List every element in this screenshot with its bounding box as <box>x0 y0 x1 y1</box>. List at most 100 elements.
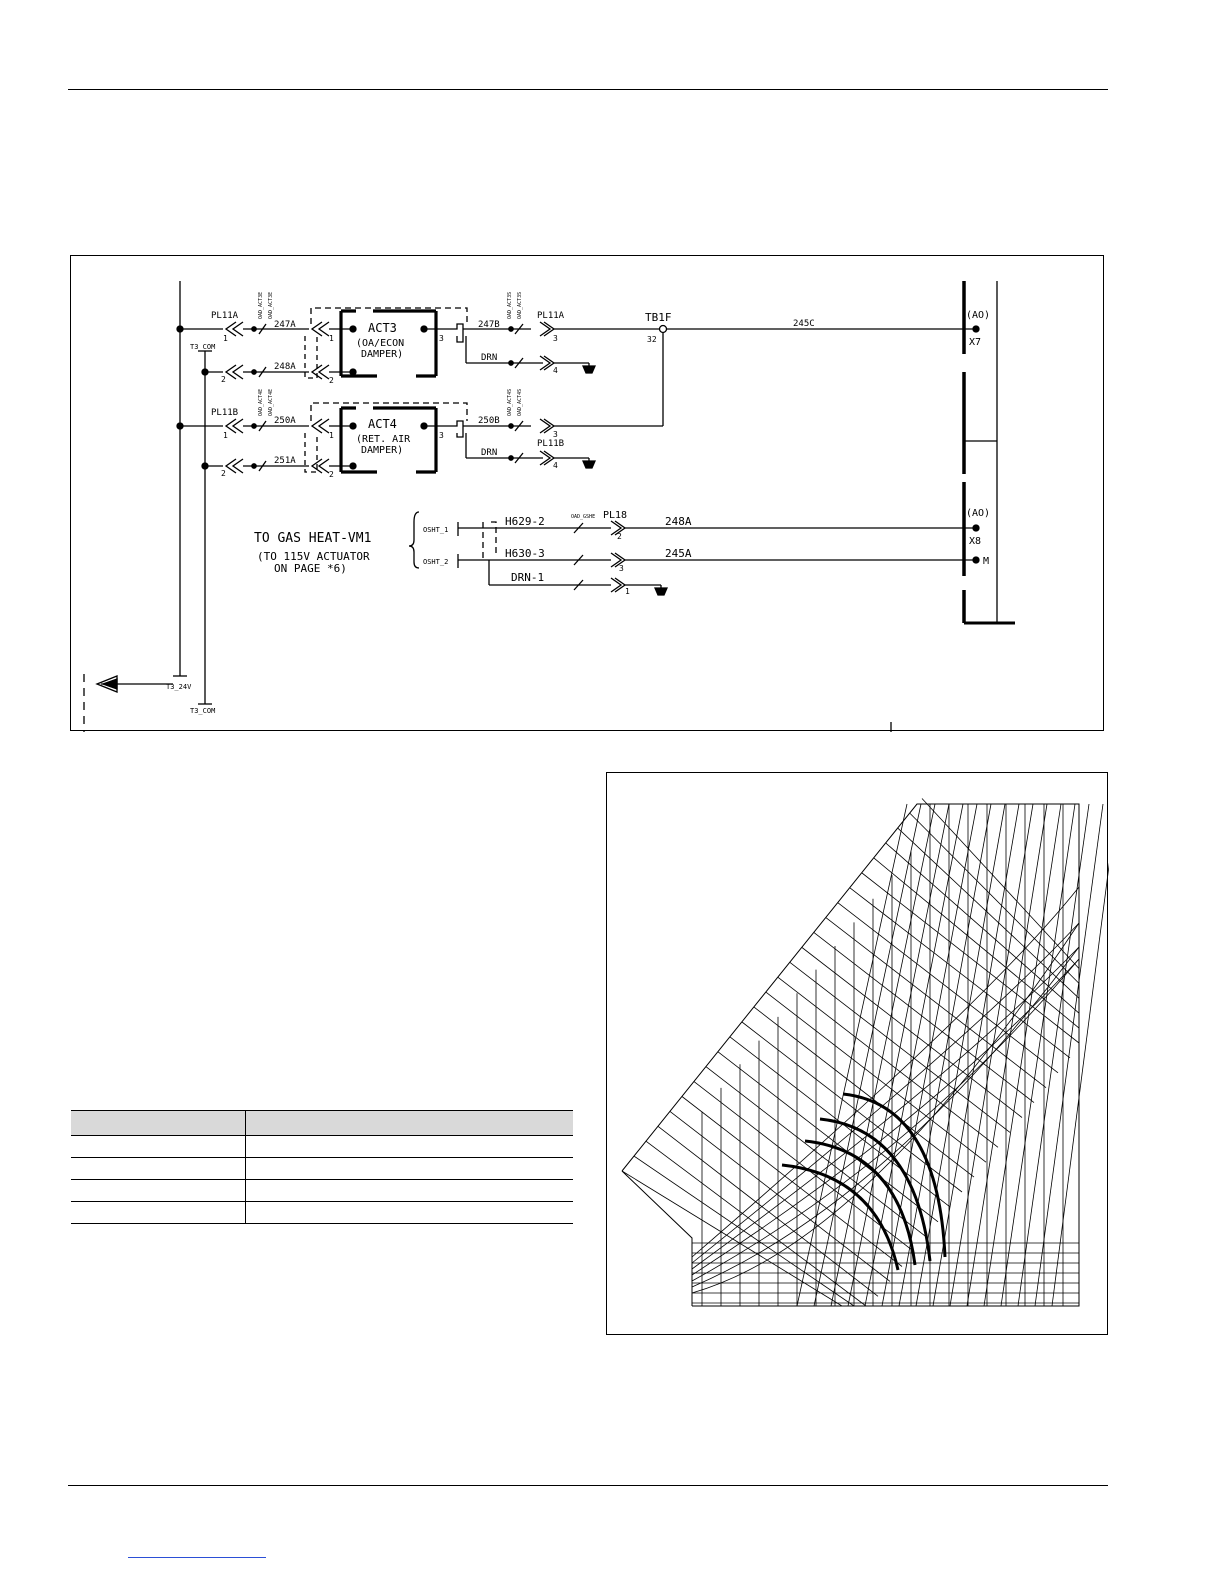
wire-247a: 247A <box>274 320 296 330</box>
svg-text:OAD_ACT3E: OAD_ACT3E <box>258 292 264 319</box>
table-row <box>71 1135 573 1158</box>
table-row <box>71 1201 573 1224</box>
rail-label-24v: T3_24V <box>166 683 192 691</box>
terminal-tb1f-icon <box>658 324 668 334</box>
svg-text:3: 3 <box>619 564 624 573</box>
rh-curve <box>691 946 1080 1288</box>
wet-bulb-line <box>881 803 978 1307</box>
wet-bulb-line <box>1017 803 1090 1307</box>
svg-text:ON PAGE *6): ON PAGE *6) <box>274 562 347 575</box>
wire-245a-out: 245A <box>665 547 692 560</box>
act4-row: PL11B 1 2 250A 251A OAD_ACT4E OAD_ACT4E … <box>180 333 664 479</box>
header-rule <box>68 89 1108 90</box>
enthalpy-line <box>897 828 1080 999</box>
brace-icon <box>408 511 420 569</box>
svg-text:4: 4 <box>553 366 558 375</box>
svg-text:OAD_ACT4S: OAD_ACT4S <box>517 389 523 416</box>
enthalpy-line <box>705 1066 927 1238</box>
plug-pl18: PL18 <box>603 510 627 521</box>
svg-text:(OA/ECON: (OA/ECON <box>356 338 404 349</box>
rh-curve <box>691 946 1080 1270</box>
svg-text:(AO): (AO) <box>966 508 990 519</box>
footer-link-underline[interactable] <box>128 1557 266 1558</box>
svg-text:DAMPER): DAMPER) <box>361 445 403 456</box>
plug-pl11b-right: PL11B <box>537 439 564 449</box>
svg-text:OSHT_1: OSHT_1 <box>423 526 448 534</box>
comfort-curve <box>781 1163 900 1271</box>
svg-text:DAMPER): DAMPER) <box>361 349 403 360</box>
svg-text:OAD_ACT4S: OAD_ACT4S <box>507 389 513 416</box>
table-header-row <box>71 1110 573 1136</box>
svg-text:2: 2 <box>221 469 226 478</box>
svg-text:3: 3 <box>439 431 444 440</box>
enthalpy-line <box>753 1006 975 1178</box>
table-header-cell <box>71 1110 246 1136</box>
svg-text:OAD_ACT4E: OAD_ACT4E <box>258 389 264 416</box>
rh-curve <box>691 958 1080 1282</box>
enthalpy-line <box>669 1111 891 1282</box>
svg-text:3: 3 <box>553 334 558 343</box>
rh-curve <box>691 922 1080 1294</box>
wet-bulb-line <box>813 803 922 1307</box>
psychrometric-chart-svg <box>621 798 1118 1307</box>
rh-curve <box>691 922 1080 1264</box>
svg-text:1: 1 <box>625 587 630 596</box>
comfort-curve <box>819 1117 932 1262</box>
svg-text:2: 2 <box>329 376 334 385</box>
wire-250b: 250B <box>478 416 500 426</box>
enthalpy-line <box>693 1081 915 1252</box>
enthalpy-line <box>777 976 999 1148</box>
plug-pl11b-left: PL11B <box>211 408 238 418</box>
plug-pl11a-left: PL11A <box>211 311 239 321</box>
table-row <box>71 1179 573 1202</box>
act3-row: PL11A 1 2 247A 248A OAD_ACT3E OAD_ACT3E … <box>180 292 659 385</box>
actuator-act3-label: ACT3 <box>368 321 397 335</box>
wet-bulb-line <box>1051 803 1118 1307</box>
wire-h630-3: H630-3 <box>505 547 545 560</box>
comfort-curve <box>842 1092 947 1258</box>
schematic-svg: T3_COM T3_24V T3_COM PL11A 1 2 247A 248A… <box>83 281 1015 732</box>
psychrometric-chart <box>606 772 1118 1335</box>
svg-text:1: 1 <box>329 334 334 343</box>
enthalpy-line <box>861 872 1080 1044</box>
wiring-schematic: T3_COM T3_24V T3_COM PL11A 1 2 247A 248A… <box>70 255 1104 732</box>
svg-text:X7: X7 <box>969 337 981 348</box>
enthalpy-line <box>837 902 1059 1074</box>
svg-text:X8: X8 <box>969 536 981 547</box>
footer-rule <box>68 1485 1108 1486</box>
table-row <box>71 1157 573 1180</box>
wire-drn-1: DRN-1 <box>511 571 544 584</box>
wet-bulb-line <box>847 803 950 1307</box>
gas-heat-title: TO GAS HEAT-VM1 <box>254 531 371 546</box>
wet-bulb-line <box>1034 803 1104 1307</box>
svg-text:32: 32 <box>647 335 657 344</box>
svg-text:2: 2 <box>221 375 226 384</box>
plug-pl11a-right: PL11A <box>537 311 565 321</box>
svg-text:4: 4 <box>553 461 558 470</box>
wire-245c: 245C <box>793 319 815 329</box>
svg-text:(TO 115V ACTUATOR: (TO 115V ACTUATOR <box>257 550 370 563</box>
svg-text:OAD_ACT3S: OAD_ACT3S <box>517 292 523 319</box>
ground-icon <box>654 585 668 596</box>
svg-text:OSHT_2: OSHT_2 <box>423 558 448 566</box>
gas-heat-section: TO GAS HEAT-VM1 (TO 115V ACTUATOR ON PAG… <box>254 510 976 596</box>
wet-bulb-line <box>932 803 1020 1307</box>
svg-text:1: 1 <box>223 334 228 343</box>
enthalpy-line <box>921 798 1080 969</box>
wet-bulb-line <box>983 803 1062 1307</box>
svg-text:3: 3 <box>553 430 558 439</box>
wet-bulb-line <box>796 803 908 1307</box>
svg-text:(RET. AIR: (RET. AIR <box>356 434 411 445</box>
enthalpy-line <box>825 917 1047 1089</box>
rh-curve <box>691 958 1080 1276</box>
svg-text:2: 2 <box>617 532 622 541</box>
ground-icon <box>582 458 596 469</box>
svg-text:OAD_GSHE: OAD_GSHE <box>571 514 595 520</box>
drain-act3: DRN <box>481 353 497 363</box>
terminal-tb1f: TB1F <box>645 311 672 324</box>
wire-250a: 250A <box>274 416 296 426</box>
enthalpy-line <box>717 1051 939 1223</box>
wet-bulb-line <box>898 803 992 1307</box>
wet-bulb-line <box>830 803 936 1307</box>
wet-bulb-line <box>966 803 1048 1307</box>
